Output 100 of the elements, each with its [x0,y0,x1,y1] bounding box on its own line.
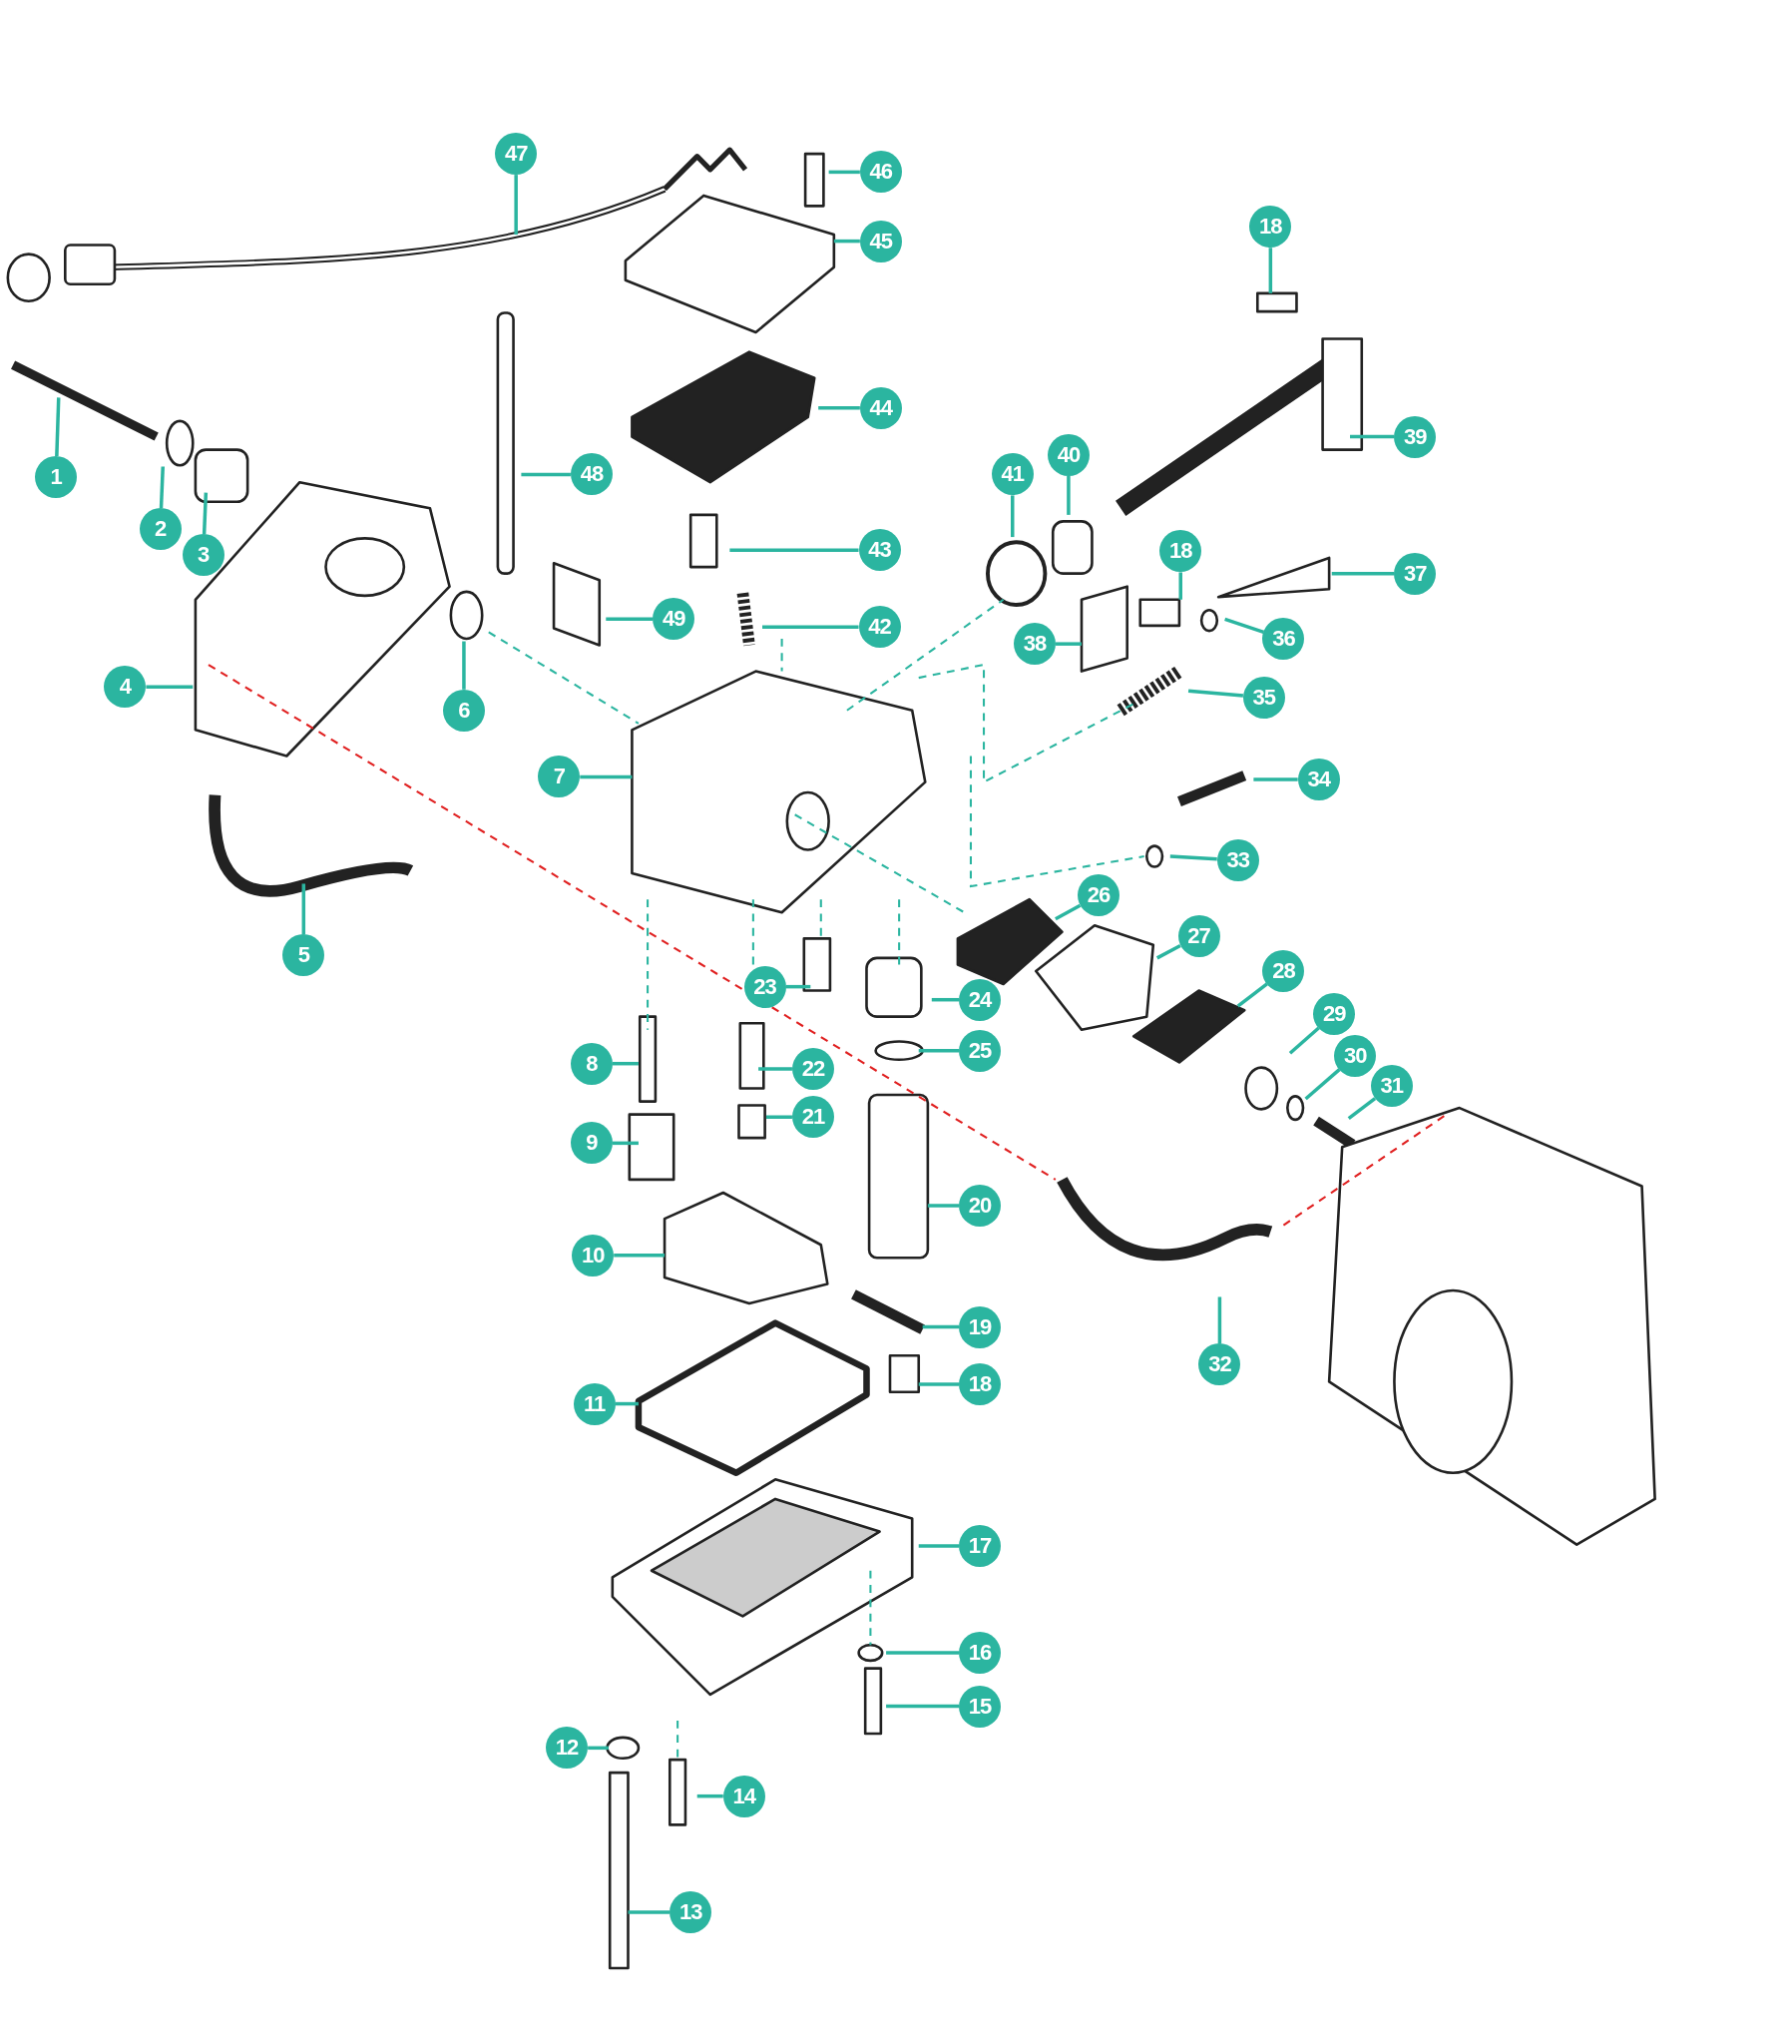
callout-number: 7 [538,756,581,798]
leader-line [301,883,306,935]
callout-number: 10 [572,1234,615,1277]
callout-number: 28 [1262,949,1305,992]
callout-number: 35 [1242,676,1285,719]
callout-number: 23 [743,965,786,1008]
leader-line [762,625,859,629]
callout-number: 24 [959,978,1002,1021]
leader-line [1155,944,1181,960]
leader-line [1178,572,1182,600]
leader-line [1011,495,1015,538]
callout-number: 18 [1159,530,1202,573]
callout-number: 20 [959,1185,1002,1228]
callout-number: 16 [959,1632,1002,1674]
callout-number: 17 [959,1524,1002,1567]
leader-line [614,1253,666,1258]
callout-number: 5 [282,934,325,977]
leader-line [1331,571,1395,576]
leader-line [696,1793,723,1798]
leader-line [818,406,860,410]
callout-number: 47 [495,133,538,176]
leader-line [922,1324,960,1329]
callout-number: 15 [959,1685,1002,1728]
leader-line [615,1401,639,1406]
callout-number: 25 [959,1029,1002,1072]
leader-line [146,685,194,689]
leader-line [521,472,571,477]
callout-number: 21 [791,1096,834,1139]
leader-line [833,239,860,244]
leader-line [1347,1097,1377,1120]
leader-line [1350,434,1395,439]
callout-number: 1 [35,456,78,498]
leader-line [628,1910,671,1914]
leader-line [765,1115,792,1119]
leader-line [606,617,654,622]
leader-line [612,1141,639,1146]
callout-number: 32 [1198,1343,1241,1386]
callout-number: 41 [991,453,1034,496]
callout-number: 13 [670,1890,712,1933]
callout-number: 8 [570,1042,613,1085]
leader-line [1169,854,1217,861]
leader-line [1067,475,1071,515]
leader-line [1055,903,1082,921]
leader-line [729,548,859,552]
callout-number: 11 [573,1382,616,1425]
callout-number: 46 [859,151,902,194]
leader-line [785,984,811,989]
callout-number: 4 [104,666,147,709]
leader-line [886,1651,960,1655]
callout-number: 49 [653,598,695,641]
leader-line [1304,1068,1341,1101]
callout-number: 42 [858,606,901,649]
callout-number: 34 [1297,759,1340,800]
callout-number: 18 [1249,206,1292,249]
callout-number: 19 [959,1305,1002,1348]
leader-line [202,492,209,535]
leader-line [886,1704,960,1709]
leader-line [514,175,518,236]
callout-number: 40 [1047,433,1090,476]
leader-line [612,1061,639,1066]
leader-line [927,1204,960,1208]
callout-number: 36 [1262,617,1305,660]
leader-line [1224,617,1265,634]
callout-number: 44 [859,386,902,429]
callout-number: 43 [858,529,901,572]
leader-line [1236,982,1268,1008]
callout-number: 12 [546,1727,589,1770]
leader-line [55,397,61,457]
callout-number: 33 [1216,838,1259,881]
callout-number: 38 [1013,623,1056,666]
leader-line [1217,1296,1222,1344]
callout-number: 3 [182,534,224,577]
callout-number: 48 [570,453,613,496]
callout-number: 9 [570,1122,613,1165]
leader-line [1055,642,1082,646]
callout-number: 30 [1334,1034,1377,1077]
callout-number: 45 [859,220,902,262]
callout-number: 26 [1077,874,1120,917]
callout-number: 27 [1177,914,1220,957]
callout-number: 18 [959,1362,1002,1405]
callout-number: 22 [791,1047,834,1090]
leader-line [159,466,165,509]
leader-line [1268,248,1273,293]
leader-line [828,170,860,175]
leader-line [580,774,633,779]
callout-number: 31 [1370,1064,1413,1107]
leader-line [1187,689,1244,698]
leader-line [1288,1026,1320,1055]
callout-number: 29 [1313,993,1356,1036]
leader-line [758,1067,792,1071]
leader-line [462,641,466,690]
callout-number: 37 [1394,552,1437,595]
leader-line [1253,777,1298,781]
callout-number: 6 [442,689,485,732]
leader-line [918,1048,960,1053]
leader-line [918,1382,960,1386]
callout-number: 14 [722,1775,765,1817]
leader-line [931,997,960,1002]
leader-line [588,1746,609,1751]
callout-number: 2 [139,508,182,551]
